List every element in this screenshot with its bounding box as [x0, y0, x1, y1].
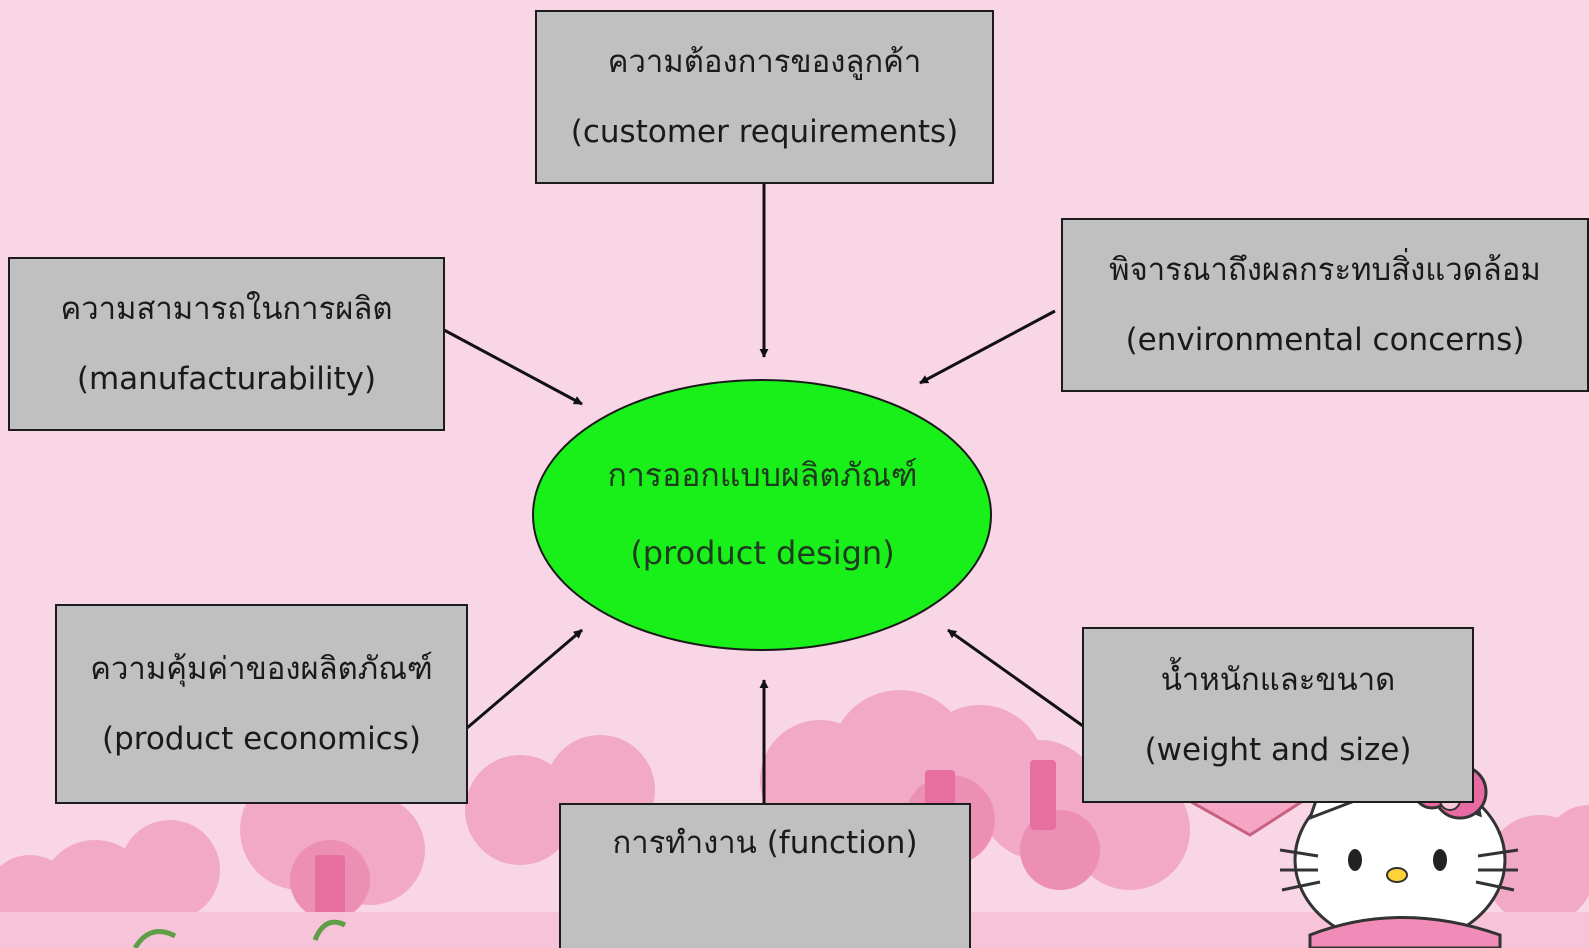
factor-english-label: (customer requirements): [570, 114, 959, 150]
factor-box-customer: ความต้องการของลูกค้า (customer requireme…: [535, 10, 994, 184]
green-bush-decoration: [132, 919, 347, 948]
factor-thai-label: ความต้องการของลูกค้า: [607, 43, 922, 80]
factor-english-label: (weight and size): [1144, 732, 1412, 768]
center-thai-label: การออกแบบผลิตภัณฑ์: [607, 456, 918, 495]
arrows: [443, 183, 1084, 804]
factor-thai-label: ความคุ้มค่าของผลิตภัณฑ์: [90, 650, 433, 687]
arrow-environment-to-center: [919, 309, 1056, 385]
factor-thai-label: น้ำหนักและขนาด: [1160, 661, 1396, 698]
factor-thai-label: ความสามารถในการผลิต: [60, 290, 393, 327]
center-english-label: (product design): [630, 534, 895, 572]
factor-box-environment: พิจารณาถึงผลกระทบสิ่งแวดล้อม (environmen…: [1061, 218, 1589, 392]
factor-thai-label: การทำงาน (function): [612, 825, 918, 861]
factor-thai-label: พิจารณาถึงผลกระทบสิ่งแวดล้อม: [1109, 251, 1541, 288]
arrow-economics-to-center: [466, 628, 583, 730]
factor-box-manufacturability: ความสามารถในการผลิต (manufacturability): [8, 257, 445, 431]
arrow-weight-to-center: [947, 628, 1084, 728]
arrow-manufacturability-to-center: [443, 328, 583, 406]
center-ellipse: [532, 379, 992, 651]
factor-box-function: การทำงาน (function): [559, 803, 971, 948]
factor-english-label: (product economics): [102, 721, 421, 757]
factor-box-economics: ความคุ้มค่าของผลิตภัณฑ์ (product economi…: [55, 604, 468, 804]
center-label: การออกแบบผลิตภัณฑ์ (product design): [533, 380, 992, 650]
factor-english-label: (manufacturability): [76, 361, 377, 397]
factor-english-label: (environmental concerns): [1125, 322, 1525, 358]
factor-box-weight: น้ำหนักและขนาด (weight and size): [1082, 627, 1474, 803]
